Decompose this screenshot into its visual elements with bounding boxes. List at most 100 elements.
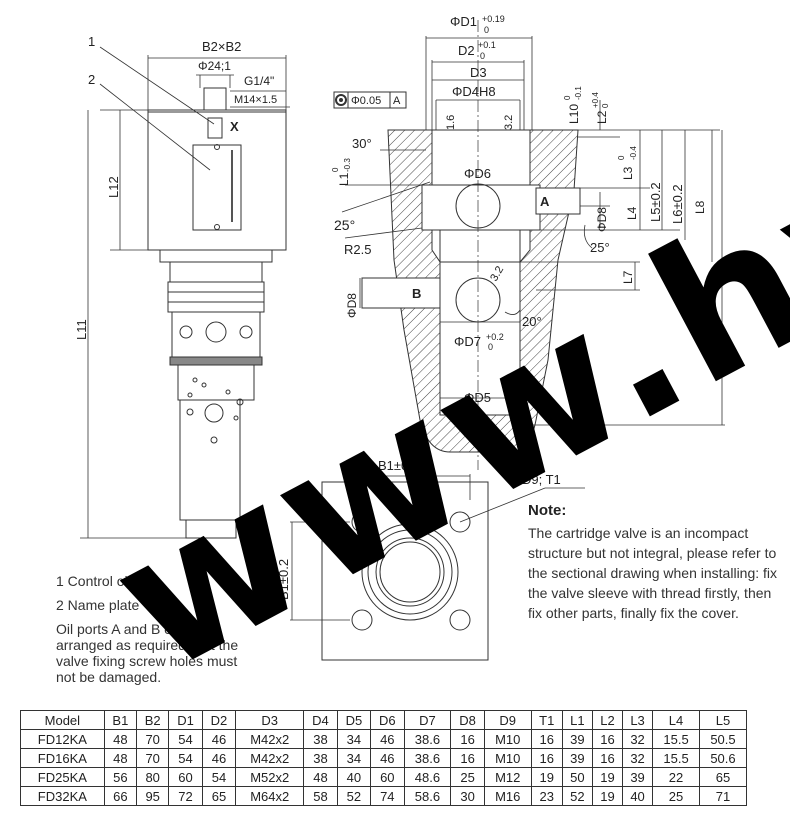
col-d5: D5 <box>336 710 372 730</box>
note-title: Note: <box>528 502 567 519</box>
table-cell: FD32KA <box>20 786 105 806</box>
table-cell: 52 <box>336 786 372 806</box>
dim-d1-tol-up: +0.19 <box>482 14 505 24</box>
col-model: Model <box>20 710 105 730</box>
table-cell: 95 <box>136 786 170 806</box>
table-cell: 19 <box>530 767 563 787</box>
dim-phi-d5: ΦD5 <box>464 390 491 405</box>
table-cell: 50 <box>561 767 593 787</box>
dim-m14: M14×1.5 <box>234 94 277 106</box>
table-cell: 80 <box>136 767 170 787</box>
table-cell: 46 <box>370 748 405 768</box>
angle-25-left: 25° <box>334 217 355 233</box>
dim-d7-tol-up: +0.2 <box>486 332 504 342</box>
dim-l10-tol-low: -0.1 <box>574 86 583 100</box>
col-l1: L1 <box>561 710 593 730</box>
note-body: The cartridge valve is an incompact stru… <box>528 525 778 621</box>
table-cell: 23 <box>530 786 563 806</box>
table-cell: 32 <box>622 729 654 749</box>
dim-l12: L12 <box>106 176 121 198</box>
col-b1: B1 <box>103 710 138 730</box>
col-d7: D7 <box>403 710 452 730</box>
dim-phi-d8-left: ΦD8 <box>345 293 359 318</box>
dim-l1: L1 <box>337 172 351 186</box>
col-d9: D9 <box>483 710 532 730</box>
callout-2: 2 <box>88 72 95 87</box>
dim-l8: L8 <box>693 200 707 214</box>
dim-d2-tol-up: +0.1 <box>478 40 496 50</box>
table-cell: M42x2 <box>235 748 305 768</box>
col-d2: D2 <box>201 710 237 730</box>
dim-l1-tol-up: 0 <box>331 167 340 172</box>
table-cell: M10 <box>483 729 532 749</box>
table-cell: 46 <box>201 729 237 749</box>
dim-d2: D2 <box>458 43 475 58</box>
valve-side-view <box>147 87 287 539</box>
dim-d3: D3 <box>470 65 487 80</box>
dim-d7-tol-low: 0 <box>488 342 493 352</box>
dim-b1-left: B1±0.2 <box>276 559 291 600</box>
table-cell: 19 <box>591 767 624 787</box>
legend: 1 Control oil port 2 Name plate Oil port… <box>56 573 256 692</box>
tol-phi005: Φ0.05 <box>351 95 381 107</box>
dim-l9: L9 <box>707 274 721 288</box>
dim-g14: G1/4" <box>244 74 274 88</box>
table-cell: 74 <box>370 786 405 806</box>
table-cell: M10 <box>483 748 532 768</box>
table-cell: 16 <box>591 729 624 749</box>
dim-l5: L5±0.2 <box>648 182 663 222</box>
table-cell: 19 <box>591 786 624 806</box>
table-cell: 16 <box>450 729 485 749</box>
dim-phi24: Φ24;1 <box>198 59 231 73</box>
table-cell: 66 <box>103 786 138 806</box>
dim-l3-tol-up: 0 <box>617 155 626 160</box>
table-cell: 16 <box>530 729 563 749</box>
table-cell: 48 <box>303 767 338 787</box>
spec-table: Model B1 B2 D1 D2 D3 D4 D5 D6 D7 D8 D9 T… <box>20 710 748 806</box>
col-b2: B2 <box>136 710 170 730</box>
table-cell: 46 <box>370 729 405 749</box>
table-cell: 22 <box>652 767 700 787</box>
col-l4: L4 <box>652 710 700 730</box>
table-cell: 25 <box>450 767 485 787</box>
dim-l11: L11 <box>74 319 89 340</box>
table-cell: 60 <box>168 767 203 787</box>
table-cell: 52 <box>561 786 593 806</box>
table-cell: 39 <box>622 767 654 787</box>
finish-1-6: 1.6 <box>445 115 457 130</box>
dim-phi-d6: ΦD6 <box>464 166 491 181</box>
table-cell: M12 <box>483 767 532 787</box>
col-l2: L2 <box>591 710 624 730</box>
table-cell: 38 <box>303 748 338 768</box>
table-cell: M64x2 <box>235 786 305 806</box>
table-cell: M52x2 <box>235 767 305 787</box>
table-cell: 16 <box>530 748 563 768</box>
table-cell: 34 <box>336 729 372 749</box>
table-cell: FD12KA <box>20 729 105 749</box>
table-cell: 50.5 <box>698 729 748 749</box>
angle-30: 30° <box>352 136 372 151</box>
spec-table-header-row: Model B1 B2 D1 D2 D3 D4 D5 D6 D7 D8 D9 T… <box>20 710 748 730</box>
table-cell: 38.6 <box>403 748 452 768</box>
legend-ports-note: Oil ports A and B can be arranged as req… <box>56 621 239 685</box>
table-cell: 40 <box>622 786 654 806</box>
dim-d9-t1: D9; T1 <box>522 472 561 487</box>
table-cell: 15.5 <box>652 748 700 768</box>
dim-l6: L6±0.2 <box>670 184 685 224</box>
table-cell: 38.6 <box>403 729 452 749</box>
callout-1: 1 <box>88 34 95 49</box>
dim-d2-tol-low: 0 <box>480 51 485 61</box>
angle-20: 20° <box>522 314 542 329</box>
dim-phi-d4h8: ΦD4H8 <box>452 84 496 99</box>
table-cell: 34 <box>336 748 372 768</box>
table-cell: 40 <box>336 767 372 787</box>
table-cell: 48 <box>103 729 138 749</box>
table-cell: 30 <box>450 786 485 806</box>
radius-r2-5: R2.5 <box>344 242 371 257</box>
table-cell: 54 <box>168 748 203 768</box>
table-cell: 56 <box>103 767 138 787</box>
table-cell: 38 <box>303 729 338 749</box>
table-cell: FD25KA <box>20 767 105 787</box>
